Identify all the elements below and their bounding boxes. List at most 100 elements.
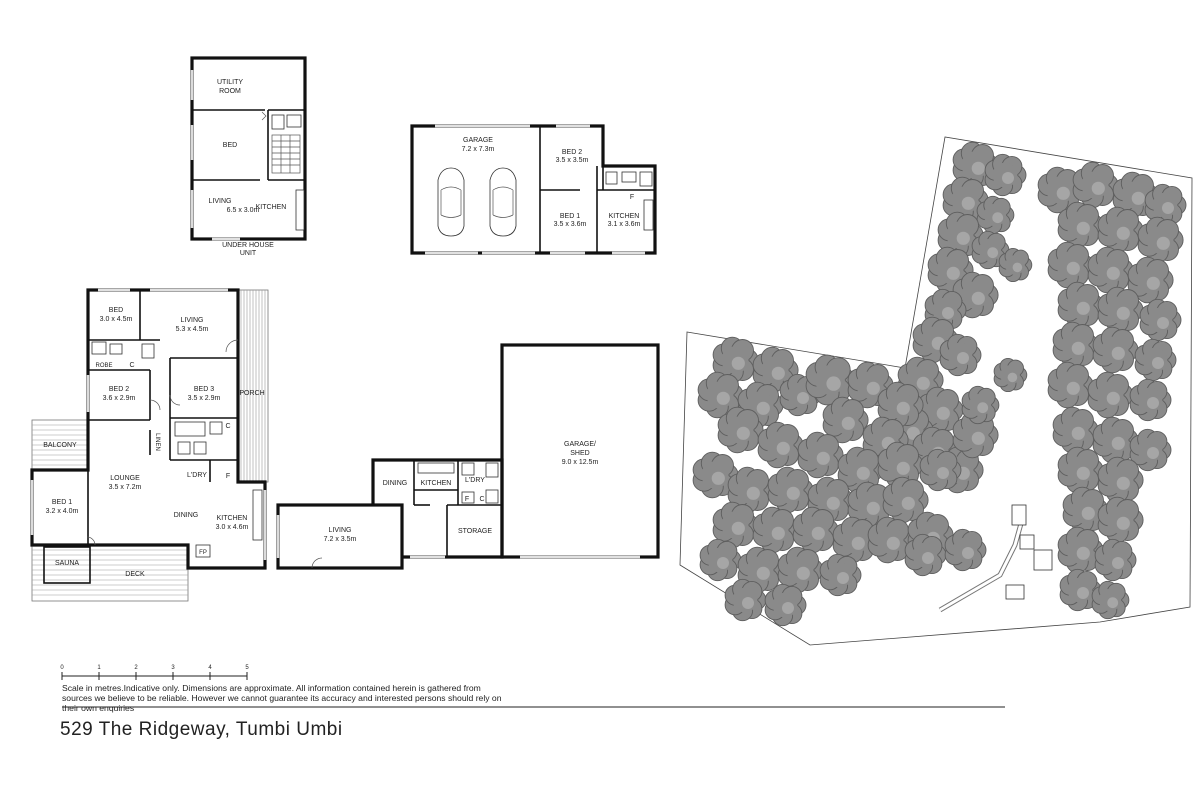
- property-address: 529 The Ridgeway, Tumbi Umbi: [60, 719, 343, 740]
- living-label: LIVING: [209, 198, 232, 205]
- site-building: [1005, 584, 1025, 600]
- living-label: LIVING: [329, 527, 352, 534]
- bed3-label: BED 3: [194, 386, 214, 393]
- linen-label: LINEN: [154, 433, 160, 451]
- site-building: [1011, 504, 1027, 526]
- tree-icon: [1129, 378, 1172, 422]
- tree-icon: [944, 528, 987, 572]
- main-house: BED 3.0 x 4.5m LIVING 5.3 x 4.5m ROBE C …: [30, 288, 269, 602]
- tree-icon: [1097, 286, 1144, 334]
- tree-icon: [767, 466, 814, 514]
- tree-icon: [1087, 246, 1134, 294]
- dining-label: DINING: [174, 512, 199, 519]
- bed2-label: BED 2: [109, 386, 129, 393]
- shed-building: LIVING 7.2 x 3.5m DINING KITCHEN L'DRY F…: [276, 343, 660, 570]
- site-building: [1019, 534, 1035, 550]
- tree-icon: [904, 533, 947, 577]
- tree-icon: [1127, 256, 1174, 304]
- scale-tick-label: 1: [97, 665, 101, 671]
- disclaimer-text: Scale in metres.Indicative only. Dimensi…: [62, 683, 502, 713]
- bed-dims: 3.0 x 4.5m: [100, 316, 133, 323]
- tree-icon: [792, 506, 839, 554]
- car-icon: [489, 167, 517, 237]
- sauna-room: [43, 546, 91, 584]
- scale-tick-label: 0: [60, 665, 64, 671]
- tree-icon: [1047, 361, 1094, 409]
- lounge-label: LOUNGE: [110, 475, 140, 482]
- bed2-dims: 3.6 x 2.9m: [103, 395, 136, 402]
- tree-icon: [805, 354, 856, 406]
- tree-icon: [1087, 371, 1134, 419]
- tree-icon: [1072, 161, 1119, 209]
- garage-shed-dims: 9.0 x 12.5m: [562, 459, 599, 466]
- bed-label: BED: [109, 307, 123, 314]
- tree-icon: [1092, 326, 1139, 374]
- tree-icon: [697, 371, 744, 419]
- tree-icon: [1047, 241, 1094, 289]
- garage-shed-label-2: SHED: [570, 450, 589, 457]
- tree-icon: [976, 195, 1015, 235]
- tree-icon: [993, 357, 1028, 393]
- tree-icon: [917, 386, 964, 434]
- car-icon: [437, 167, 465, 237]
- utility-room-label: UTILITY: [217, 79, 243, 86]
- tree-icon: [847, 481, 894, 529]
- tree-icon: [867, 516, 914, 564]
- tree-icon: [699, 538, 742, 582]
- tree-icon: [724, 578, 767, 622]
- tree-icon: [1139, 298, 1182, 342]
- cupboard-label-2: C: [225, 423, 230, 430]
- kitchen-label: KITCHEN: [421, 480, 452, 487]
- tree-icon: [939, 333, 982, 377]
- bed1-dims: 3.5 x 3.6m: [554, 221, 587, 228]
- tree-icon: [837, 446, 884, 494]
- tree-icon: [1092, 416, 1139, 464]
- deck-label: DECK: [125, 571, 145, 578]
- tree-icon: [692, 451, 739, 499]
- laundry-label: L'DRY: [187, 472, 207, 479]
- living-dims: 6.5 x 3.0m: [227, 207, 260, 214]
- cupboard-label: C: [479, 496, 484, 503]
- tree-icon: [797, 431, 844, 479]
- scale-tick-label: 5: [245, 665, 249, 671]
- site-plan: [679, 136, 1193, 646]
- utility-room-label-2: ROOM: [219, 88, 241, 95]
- living-dims: 5.3 x 4.5m: [176, 326, 209, 333]
- kitchen-label: KITCHEN: [256, 204, 287, 211]
- sauna-label: SAUNA: [55, 560, 79, 567]
- tree-icon: [1097, 456, 1144, 504]
- tree-icon: [952, 271, 999, 319]
- living-dims: 7.2 x 3.5m: [324, 536, 357, 543]
- site-building: [1033, 549, 1053, 571]
- robe-label: ROBE: [95, 363, 112, 369]
- tree-icon: [1097, 496, 1144, 544]
- tree-icon: [1129, 428, 1172, 472]
- laundry-label: L'DRY: [465, 477, 485, 484]
- garage-shed-label: GARAGE/: [564, 441, 596, 448]
- tree-icon: [1144, 183, 1187, 227]
- shed-mid-outline: [371, 458, 504, 559]
- fridge-label: F: [465, 496, 469, 503]
- tree-icon: [737, 546, 784, 594]
- tree-icon: [961, 385, 1000, 425]
- tree-icon: [1134, 338, 1177, 382]
- scale-tick-label: 2: [134, 665, 138, 671]
- garage-dims: 7.2 x 7.3m: [462, 146, 495, 153]
- scale-tick-label: 3: [171, 665, 175, 671]
- kitchen-dims: 3.0 x 4.6m: [216, 524, 249, 531]
- fridge-label: F: [226, 473, 230, 480]
- kitchen-dims: 3.1 x 3.6m: [608, 221, 641, 228]
- bed2-label: BED 2: [562, 149, 582, 156]
- porch-decking: [237, 289, 269, 483]
- unit-caption: UNDER HOUSE: [222, 242, 274, 249]
- kitchen-label: KITCHEN: [217, 515, 248, 522]
- storage-label: STORAGE: [458, 528, 492, 535]
- tree-icon: [1137, 216, 1184, 264]
- tree-icon: [1037, 166, 1084, 214]
- deck-area: [31, 544, 189, 602]
- tree-icon: [998, 247, 1033, 283]
- tree-icon: [822, 396, 869, 444]
- tree-canopy: [692, 141, 1187, 627]
- under-house-unit: UTILITY ROOM BED LIVING 6.5 x 3.0m KITCH…: [190, 56, 307, 257]
